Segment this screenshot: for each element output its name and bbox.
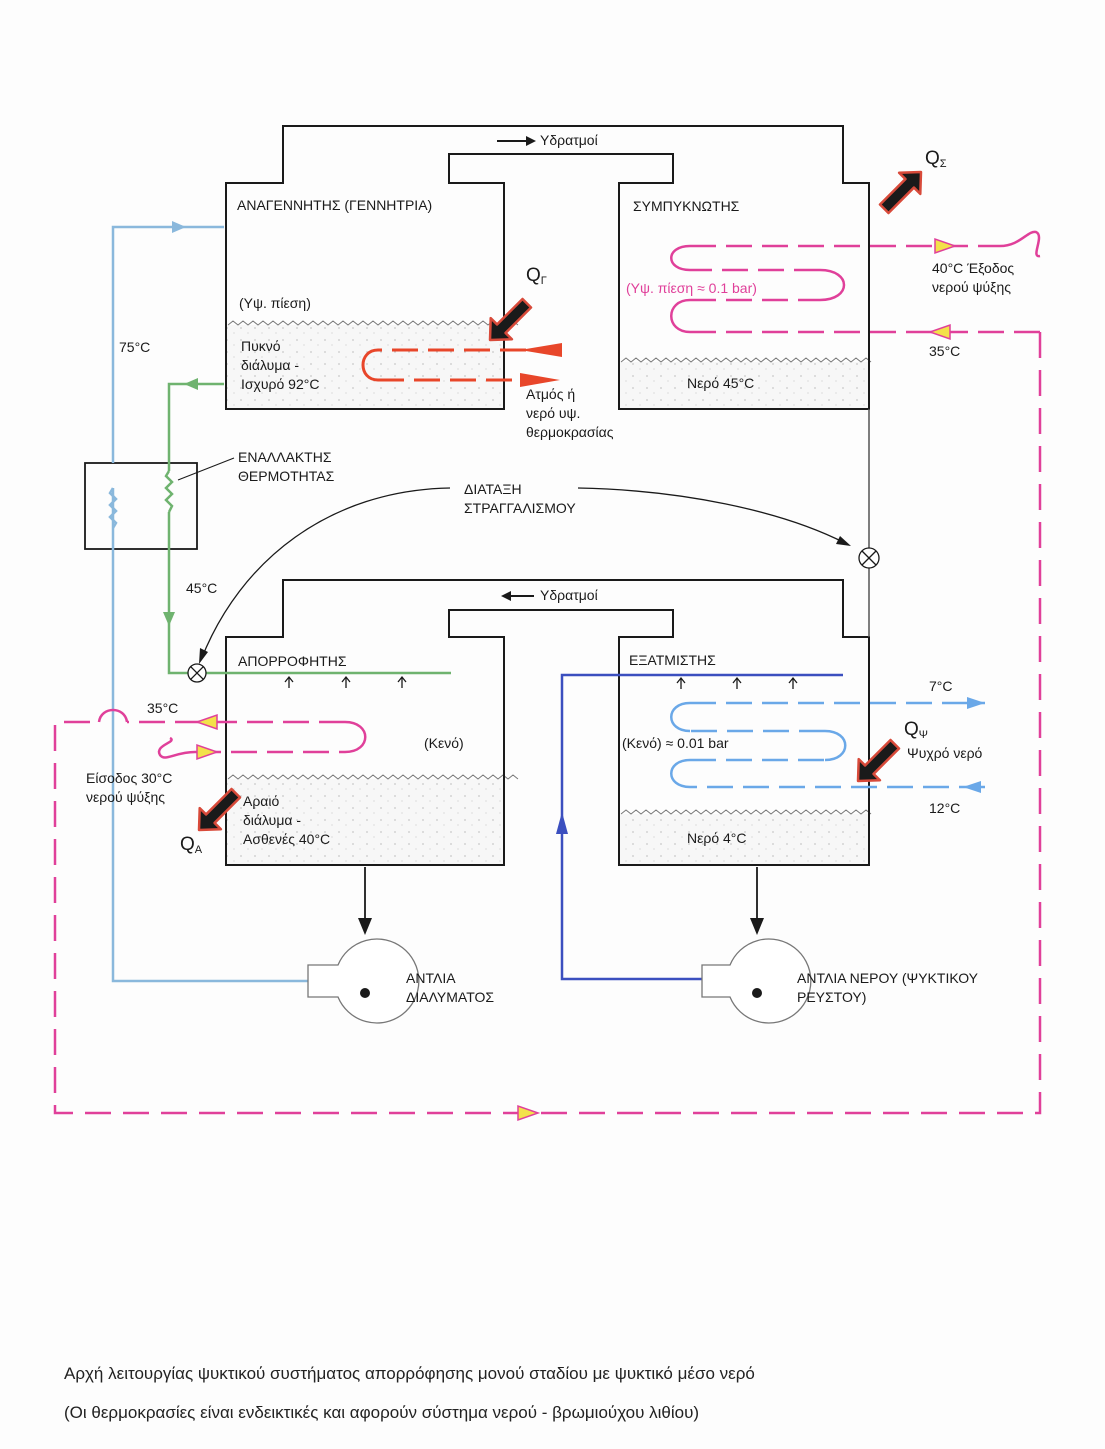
qa-heat-arrow — [197, 787, 242, 832]
absorber-title: ΑΠΟΡΡΟΦΗΤΗΣ — [238, 653, 347, 669]
condenser-liquid — [619, 362, 869, 409]
qpsi-label: QΨ — [904, 719, 928, 741]
chilled-water-label: Ψυχρό νερό — [907, 745, 983, 761]
absorber-throttle-valve — [187, 663, 207, 683]
cooling-water-out-label: 40°C Έξοδος νερού ψύξης — [932, 260, 1018, 295]
generator-heating-coil — [361, 348, 562, 382]
weak-solution-arrow — [172, 221, 186, 233]
generator-pressure-label: (Υψ. πίεση) — [239, 295, 311, 311]
vapors-top-label: Υδρατμοί — [540, 132, 598, 148]
caption-line-2: (Οι θερμοκρασίες είναι ενδεικτικές και α… — [64, 1403, 700, 1422]
absorber-water-out-arrow — [194, 713, 218, 731]
qg-label: QΓ — [526, 265, 547, 287]
heat-supply-out-arrow — [520, 373, 560, 387]
absorber-cooling-coil — [127, 720, 367, 759]
temp-75-label: 75°C — [119, 339, 150, 355]
absorber-liquid-surface — [227, 774, 519, 780]
qpsi-heat-arrow — [856, 738, 901, 783]
cooling-loop-arrow — [517, 1104, 541, 1122]
qa-label: QA — [180, 834, 203, 856]
absorber-liquid — [226, 779, 504, 865]
generator-liquid — [226, 325, 504, 409]
vapors-bottom-label: Υδρατμοί — [540, 587, 598, 603]
evaporator-water-label: Νερό 4°C — [687, 830, 747, 846]
caption-line-1: Αρχή λειτουργίας ψυκτικού συστήματος απο… — [64, 1364, 755, 1383]
throttling-label: ΔΙΑΤΑΞΗ ΣΤΡΑΓΓΑΛΙΣΜΟΥ — [464, 481, 576, 516]
water-pump-label: ΑΝΤΛΙΑ ΝΕΡΟΥ (ΨΥΚΤΙΚΟΥ ΡΕΥΣΤΟΥ) — [797, 970, 982, 1005]
solution-pump-label: ΑΝΤΛΙΑ ΔΙΑΛΥΜΑΤΟΣ — [406, 970, 494, 1005]
heat-exchanger-label: ΕΝΑΛΛΑΚΤΗΣ ΘΕΡΜΟΤΗΤΑΣ — [238, 449, 335, 484]
vapor-arrow-bottom — [501, 591, 534, 601]
temp-45-label: 45°C — [186, 580, 217, 596]
bottom-vessel — [225, 579, 872, 866]
generator-title: ΑΝΑΓΕΝΝΗΤΗΣ (ΓΕΝΝΗΤΡΙΑ) — [237, 197, 432, 213]
water-pump — [701, 867, 812, 1024]
evaporator-liquid-surface — [620, 809, 872, 815]
condenser-title: ΣΥΜΠΥΚΝΩΤΗΣ — [633, 198, 740, 214]
generator-liquid-surface — [227, 320, 519, 326]
top-vessel-outline — [225, 125, 870, 410]
evaporator-pressure-label: (Κενό) ≈ 0.01 bar — [622, 735, 729, 751]
absorber-water-in-arrow — [196, 743, 220, 761]
condenser-water-out-arrow — [934, 237, 958, 255]
evaporator-liquid — [619, 814, 869, 865]
condenser-pressure-label: (Υψ. πίεση ≈ 0.1 bar) — [626, 280, 757, 296]
chilled-water-in-arrow — [963, 781, 981, 793]
throttling-arrowhead-right — [836, 536, 851, 546]
absorber-spray-arrows — [284, 675, 407, 688]
qs-label: QΣ — [925, 148, 947, 170]
weak-solution-line — [108, 225, 308, 983]
qg-heat-arrow — [488, 297, 533, 342]
solution-pump — [307, 867, 420, 1024]
condenser-water-label: Νερό 45°C — [687, 375, 754, 391]
heat-exchanger-box — [84, 462, 198, 550]
throttling-arrow-left — [200, 487, 451, 661]
vapor-arrow-top — [497, 136, 536, 146]
qs-heat-arrow — [878, 170, 923, 215]
temp-7-label: 7°C — [929, 678, 953, 694]
strong-solution-label: Πυκνό διάλυμα - Ισχυρό 92°C — [241, 338, 319, 392]
heat-source-label: Ατμός ή νερό υψ. θερμοκρασίας — [526, 386, 614, 440]
refrigerant-arrow — [556, 812, 568, 834]
evaporator-title: ΕΞΑΤΜΙΣΤΗΣ — [629, 652, 716, 668]
heat-supply-in-arrow — [520, 343, 562, 357]
cooling-water-loop — [53, 332, 1042, 1115]
throttling-arrow-right — [577, 487, 846, 544]
temp-35-absorber: 35°C — [147, 700, 178, 716]
weak-solution-label: Αραιό διάλυμα - Ασθενές 40°C — [243, 793, 330, 847]
strong-solution-arrow-down — [163, 612, 175, 626]
temp-35-condenser: 35°C — [929, 343, 960, 359]
condenser-water-in-arrow — [927, 323, 951, 341]
temp-12-label: 12°C — [929, 800, 960, 816]
throttling-arrowhead-left — [199, 648, 208, 664]
absorber-vacuum-label: (Κενό) — [424, 735, 464, 751]
evaporator-throttle-valve — [858, 547, 880, 569]
top-vessel — [225, 125, 872, 410]
cooling-loop-crossover — [97, 708, 129, 723]
strong-solution-line — [164, 382, 451, 675]
condenser-liquid-surface — [620, 357, 872, 363]
strong-solution-arrow-top — [184, 378, 198, 390]
chilled-water-out-arrow — [967, 697, 985, 709]
evaporator-chilled-coil — [670, 701, 985, 789]
cooling-water-in-label: Είσοδος 30°C νερού ψύξης — [86, 770, 176, 805]
evaporator-spray-arrows — [676, 676, 798, 689]
bottom-vessel-outline — [225, 579, 870, 866]
heat-exchanger-leader — [177, 457, 235, 481]
